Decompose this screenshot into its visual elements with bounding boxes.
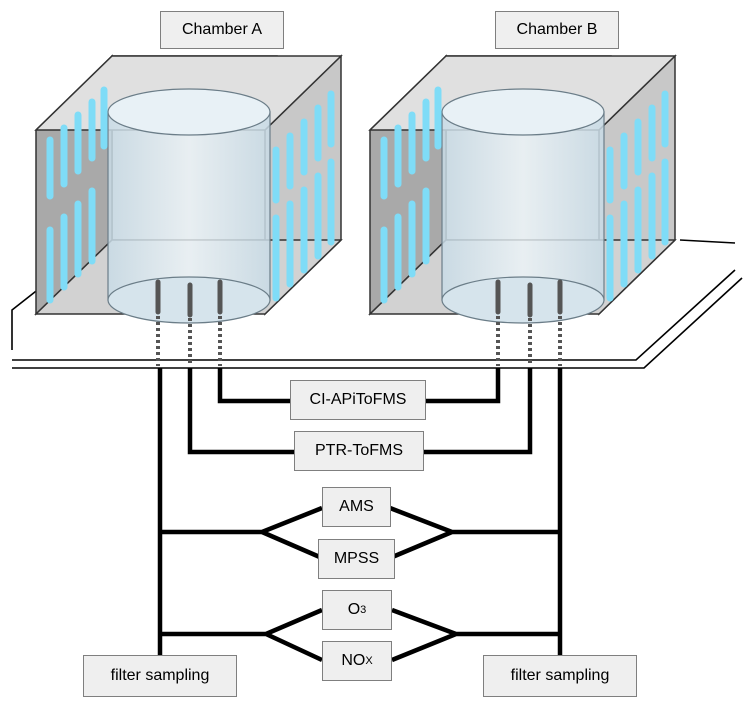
nox-sub: X	[365, 655, 373, 667]
uv-lamps-right-a	[272, 90, 335, 302]
nox-main: NO	[341, 652, 366, 669]
sampling-lines	[157, 368, 563, 663]
mpss-box: MPSS	[318, 539, 395, 579]
uv-lamps-left-b	[380, 86, 442, 304]
line-o3-nox	[160, 607, 560, 663]
line-ci-apitofms	[217, 368, 501, 404]
chamber-b	[368, 54, 677, 366]
o3-main: O	[347, 601, 361, 618]
chamber-a-label: Chamber A	[160, 11, 284, 49]
ptr-tofms-box: PTR-ToFMS	[294, 431, 424, 471]
chamber-a	[34, 54, 343, 366]
sampling-inlets-b	[495, 279, 563, 366]
o3-sub: 3	[360, 604, 367, 616]
uv-lamps-left-a	[46, 86, 108, 304]
line-ams-mpss	[160, 505, 560, 561]
ci-apitofms-box: CI-APiToFMS	[290, 380, 426, 420]
line-ptr-tofms	[187, 368, 533, 455]
filter-sampling-right: filter sampling	[483, 655, 637, 697]
ams-box: AMS	[322, 487, 391, 527]
uv-lamps-right-b	[606, 90, 669, 302]
chamber-b-label: Chamber B	[495, 11, 619, 49]
sampling-inlets-a	[155, 279, 223, 366]
filter-sampling-left: filter sampling	[83, 655, 237, 697]
